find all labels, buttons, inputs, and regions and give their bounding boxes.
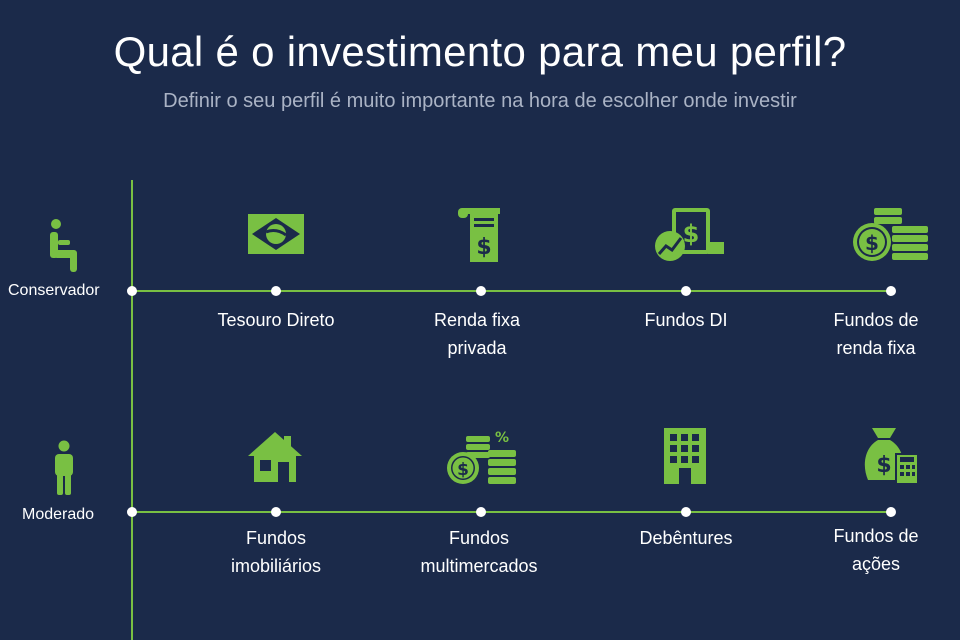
timeline-dot (886, 507, 896, 517)
timeline-dot (127, 286, 137, 296)
item-label-fundos-acoes: Fundos de ações (833, 526, 919, 574)
brazil-flag-icon (248, 214, 304, 254)
page-subtitle: Definir o seu perfil é muito importante … (163, 90, 797, 112)
timeline-dot (681, 507, 691, 517)
timeline-dot (271, 286, 281, 296)
person-sitting-icon (46, 218, 82, 274)
vertical-axis (131, 180, 133, 640)
money-bag-calculator-icon: $ (862, 426, 920, 486)
person-standing-icon (52, 440, 76, 496)
timeline-dot (681, 286, 691, 296)
building-icon (664, 428, 706, 484)
timeline-dot (476, 286, 486, 296)
timeline-conservador (131, 290, 893, 292)
receipt-dollar-icon: $ (458, 206, 504, 264)
dollar-document-chart-icon: $ (654, 206, 726, 264)
profile-label-conservador: Conservador (8, 282, 100, 299)
item-label-fundos-imobiliarios: Fundos imobiliários (230, 528, 322, 576)
svg-text:$: $ (865, 231, 879, 255)
item-label-fundos-di: Fundos DI (644, 310, 728, 330)
item-label-renda-fixa-privada: Renda fixa privada (433, 310, 521, 358)
profile-label-moderado: Moderado (22, 506, 95, 523)
timeline-moderado (131, 511, 893, 513)
svg-text:$: $ (457, 460, 469, 480)
item-label-fundos-multimercados: Fundos multimercados (420, 528, 538, 576)
svg-text:$: $ (476, 235, 491, 260)
timeline-dot (127, 507, 137, 517)
item-label-tesouro-direto: Tesouro Direto (217, 310, 335, 330)
item-label-debentures: Debêntures (639, 528, 733, 548)
timeline-dot (476, 507, 486, 517)
house-icon (246, 430, 304, 484)
page-title: Qual é o investimento para meu perfil? (113, 28, 847, 75)
timeline-dot (886, 286, 896, 296)
item-label-fundos-renda-fixa: Fundos de renda fixa (833, 310, 919, 358)
timeline-dot (271, 507, 281, 517)
coins-percent-icon: % $ (446, 428, 518, 486)
coin-stacks-icon: $ (852, 206, 930, 262)
svg-text:$: $ (876, 453, 891, 478)
svg-text:%: % (495, 430, 509, 446)
svg-text:$: $ (683, 220, 700, 248)
